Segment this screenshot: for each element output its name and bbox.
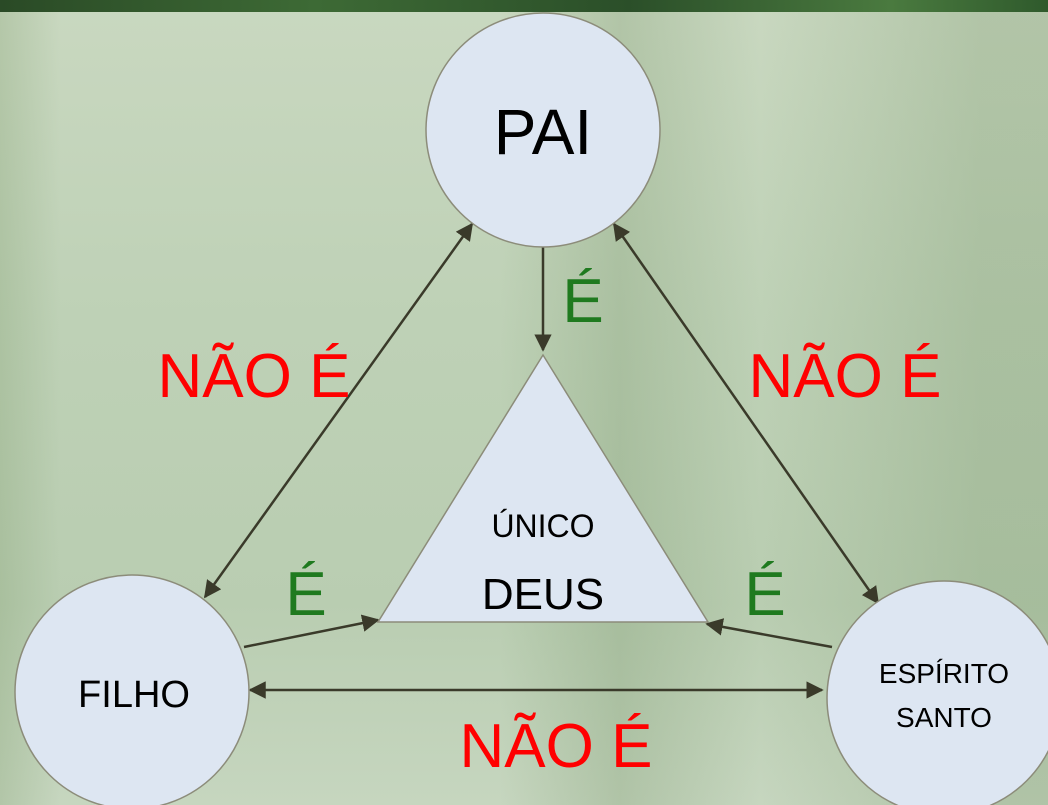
deus-triangle	[376, 353, 710, 623]
relation-is-not-pai-espirito: NÃO É	[749, 342, 942, 411]
relation-is-espirito: É	[744, 560, 785, 629]
pai-label: PAI	[494, 96, 592, 168]
filho-node	[14, 574, 250, 805]
arrow-filho-deus	[243, 614, 380, 649]
relation-is-filho: É	[285, 560, 326, 629]
relation-is-not-pai-filho: NÃO É	[158, 342, 351, 411]
filho-label: FILHO	[78, 674, 190, 716]
espirito-santo-label-line2: SANTO	[896, 702, 992, 733]
arrow-pai-espirito	[612, 222, 880, 605]
relation-is-not-filho-espirito: NÃO É	[460, 712, 653, 781]
deus-label-line1: ÚNICO	[491, 508, 594, 544]
arrow-pai-filho	[203, 222, 474, 599]
espirito-santo-node	[826, 580, 1048, 805]
arrow-espirito-deus	[705, 618, 833, 649]
espirito-santo-label-line1: ESPÍRITO	[879, 658, 1009, 689]
relation-is-pai: É	[562, 267, 603, 336]
top-banner-strip	[0, 0, 1048, 12]
pai-node	[425, 12, 661, 248]
deus-label-line2: DEUS	[482, 570, 604, 619]
